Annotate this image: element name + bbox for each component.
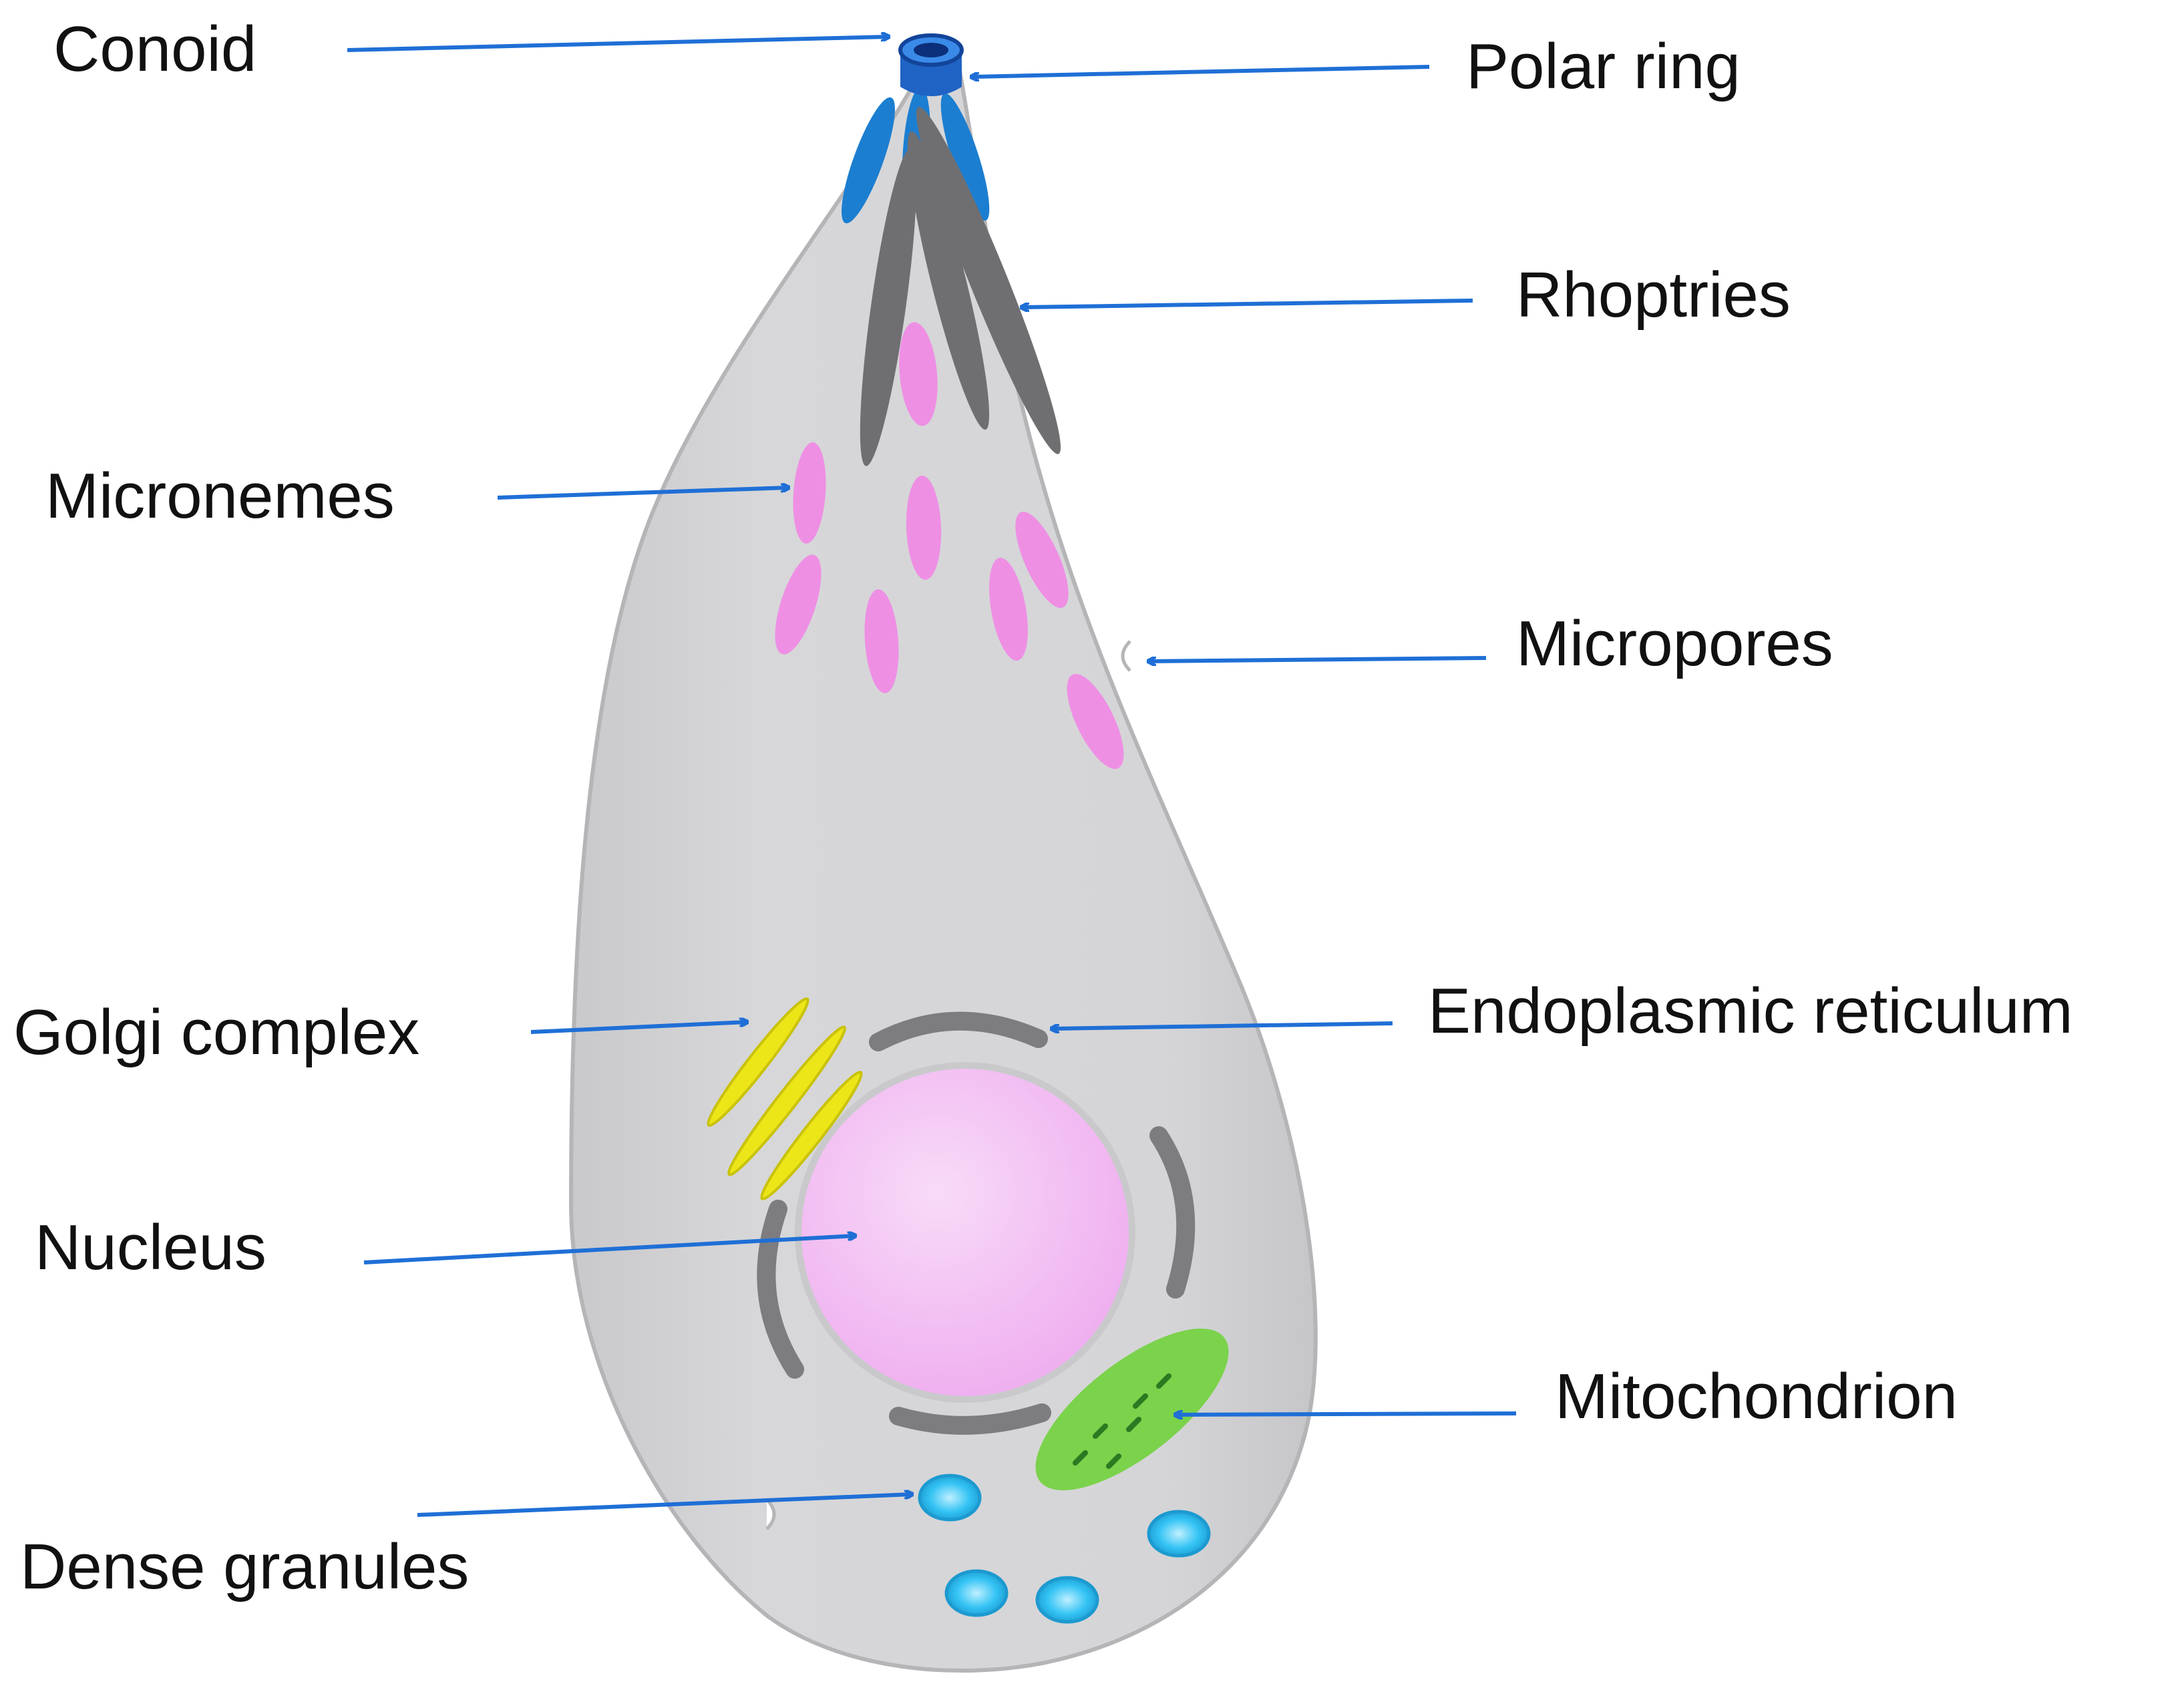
endoplasmic-reticulum [757, 1011, 1196, 1435]
conoid [898, 33, 964, 96]
endoplasmic-reticulum-arrow [1052, 1021, 1393, 1029]
golgi-complex-arrow [530, 1022, 747, 1034]
label-conoid: Conoid [53, 13, 256, 85]
micropores-arrow [1149, 656, 1487, 661]
polar-ring-arrow [972, 65, 1430, 77]
nucleus [795, 1062, 1135, 1403]
rhoptries-arrow [1022, 299, 1473, 307]
label-nucleus: Nucleus [35, 1212, 266, 1283]
label-rhoptries: Rhoptries [1516, 259, 1791, 331]
nucleus-arrow [363, 1236, 855, 1264]
label-mitochondrion: Mitochondrion [1555, 1361, 1958, 1432]
dense-granules [918, 1474, 1211, 1624]
micronemes-arrow [497, 488, 788, 500]
pointer-arrows [347, 37, 1517, 1517]
micropore [1121, 640, 1131, 672]
conoid-arrow [347, 37, 888, 52]
mitochondrion-arrow [1175, 1413, 1517, 1415]
dense-granules-arrow [417, 1494, 912, 1517]
label-micropores: Micropores [1516, 608, 1833, 679]
label-golgi-complex: Golgi complex [13, 997, 419, 1068]
mitochondrion [1035, 1328, 1229, 1491]
golgi-complex [707, 997, 863, 1200]
rhoptries [860, 107, 1061, 466]
label-dense-granules: Dense granules [20, 1531, 469, 1602]
label-micronemes: Micronemes [45, 460, 395, 532]
label-endoplasmic-reticulum: Endoplasmic reticulum [1428, 975, 2073, 1047]
micronemes [775, 322, 1124, 770]
label-polar-ring: Polar ring [1466, 31, 1741, 102]
